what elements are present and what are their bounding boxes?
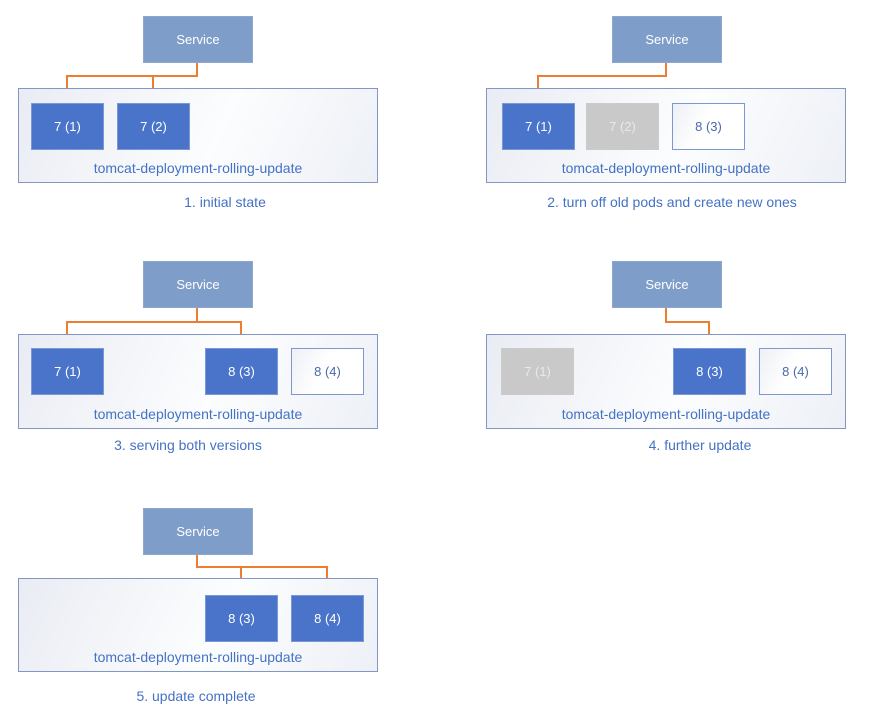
connector-line	[66, 75, 198, 77]
service-box: Service	[612, 16, 722, 63]
service-box: Service	[143, 508, 253, 555]
connector-line	[66, 321, 242, 323]
pod-label: 7 (2)	[609, 119, 636, 134]
pod-8-3: 8 (3)	[205, 348, 278, 395]
connector-line	[196, 566, 328, 568]
pod-label: 7 (1)	[525, 119, 552, 134]
connector-line	[240, 321, 242, 340]
connector-line	[152, 75, 154, 95]
deployment-label: tomcat-deployment-rolling-update	[93, 160, 303, 176]
pod-7-1: 7 (1)	[502, 103, 575, 150]
pod-label: 8 (4)	[782, 364, 809, 379]
panel-caption: 3. serving both versions	[114, 437, 262, 453]
panel-caption: 4. further update	[648, 437, 752, 453]
pod-label: 7 (2)	[140, 119, 167, 134]
deployment-label: tomcat-deployment-rolling-update	[561, 406, 771, 422]
connector-line	[196, 308, 198, 322]
service-label: Service	[645, 32, 689, 47]
connector-line	[708, 321, 710, 340]
pod-8-4: 8 (4)	[291, 348, 364, 395]
service-box: Service	[143, 16, 253, 63]
deployment-label: tomcat-deployment-rolling-update	[93, 406, 303, 422]
pod-label: 7 (1)	[524, 364, 551, 379]
pod-label: 8 (3)	[695, 119, 722, 134]
pod-8-4: 8 (4)	[291, 595, 364, 642]
connector-line	[665, 63, 667, 77]
pod-7-1: 7 (1)	[501, 348, 574, 395]
pod-label: 8 (3)	[228, 364, 255, 379]
pod-7-1: 7 (1)	[31, 103, 104, 150]
panel-caption: 1. initial state	[184, 194, 266, 210]
panel-caption: 2. turn off old pods and create new ones	[547, 194, 797, 210]
connector-line	[665, 321, 710, 323]
pod-8-4: 8 (4)	[759, 348, 832, 395]
pod-7-2: 7 (2)	[117, 103, 190, 150]
pod-label: 8 (3)	[228, 611, 255, 626]
pod-label: 8 (4)	[314, 611, 341, 626]
pod-label: 7 (1)	[54, 364, 81, 379]
service-box: Service	[612, 261, 722, 308]
pod-8-3: 8 (3)	[673, 348, 746, 395]
pod-label: 8 (3)	[696, 364, 723, 379]
connector-line	[196, 555, 198, 568]
service-label: Service	[645, 277, 689, 292]
connector-line	[537, 75, 539, 95]
connector-line	[196, 63, 198, 77]
connector-line	[326, 566, 328, 587]
pod-8-3: 8 (3)	[205, 595, 278, 642]
pod-label: 8 (4)	[314, 364, 341, 379]
deployment-label: tomcat-deployment-rolling-update	[93, 649, 303, 665]
connector-line	[240, 566, 242, 587]
pod-7-1: 7 (1)	[31, 348, 104, 395]
connector-line	[665, 308, 667, 322]
pod-label: 7 (1)	[54, 119, 81, 134]
service-label: Service	[176, 32, 220, 47]
connector-line	[537, 75, 667, 77]
service-box: Service	[143, 261, 253, 308]
pod-8-3: 8 (3)	[672, 103, 745, 150]
panel-caption: 5. update complete	[136, 688, 256, 704]
pod-7-2: 7 (2)	[586, 103, 659, 150]
service-label: Service	[176, 277, 220, 292]
connector-line	[66, 75, 68, 95]
connector-line	[66, 321, 68, 340]
service-label: Service	[176, 524, 220, 539]
deployment-label: tomcat-deployment-rolling-update	[561, 160, 771, 176]
